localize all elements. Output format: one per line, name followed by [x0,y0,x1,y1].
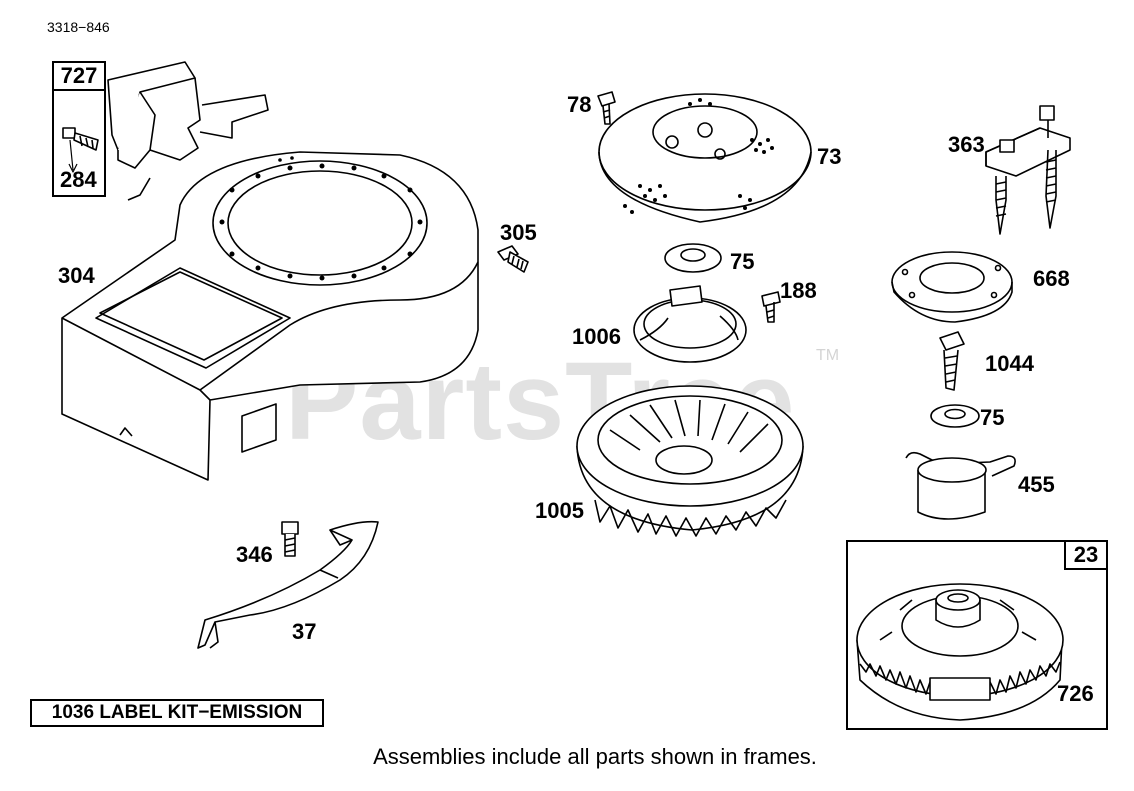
part-188-screw-drawing [761,291,781,323]
callout-726[interactable]: 726 [1057,681,1094,706]
footer-note: Assemblies include all parts shown in fr… [373,744,817,769]
assembly-frame-23 [846,540,1108,730]
callout-668[interactable]: 668 [1033,266,1070,291]
part-1044-bolt-drawing [939,331,965,391]
part-305-bolt-drawing [497,245,529,273]
frame-23-tag: 23 [1064,540,1108,570]
callout-188[interactable]: 188 [780,278,817,303]
part-37-air-guide-drawing [197,520,379,649]
part-455-cup-drawing [905,451,1016,520]
part-73-rotating-screen-drawing [598,93,812,223]
diagram-id: 3318−846 [47,19,110,35]
part-78-screw-drawing [597,91,616,125]
part-1006-ratchet-drawing [633,285,747,363]
callout-1006[interactable]: 1006 [572,324,621,349]
callout-455[interactable]: 455 [1018,472,1055,497]
callout-75-upper[interactable]: 75 [730,249,755,274]
callout-1005[interactable]: 1005 [535,498,584,523]
trademark-mark: TM [816,347,840,364]
callout-1044[interactable]: 1044 [985,351,1034,376]
callout-346[interactable]: 346 [236,542,273,567]
part-726-flywheel-drawing [856,583,1064,721]
part-346-bolt-drawing [281,521,299,557]
callout-75-lower[interactable]: 75 [980,405,1005,430]
part-284-bolt-drawing [62,127,99,173]
callout-305[interactable]: 305 [500,220,537,245]
part-1005-flywheel-drawing [576,385,804,537]
callout-73[interactable]: 73 [817,144,842,169]
part-363-bracket-drawing [985,105,1071,235]
part-727-bracket-drawing [107,61,269,201]
part-668-plate-drawing [891,251,1013,323]
callout-78[interactable]: 78 [567,92,592,117]
frame-727-tag: 727 [52,61,106,91]
part-75-lower-washer-drawing [930,404,980,428]
callout-304[interactable]: 304 [58,263,95,288]
part-304-blower-housing-drawing [61,151,479,481]
part-75-washer-drawing [664,243,722,273]
label-kit-box[interactable]: 1036 LABEL KIT−EMISSION [30,699,324,727]
callout-363[interactable]: 363 [948,132,985,157]
callout-37[interactable]: 37 [292,619,317,644]
callout-284[interactable]: 284 [60,167,97,192]
